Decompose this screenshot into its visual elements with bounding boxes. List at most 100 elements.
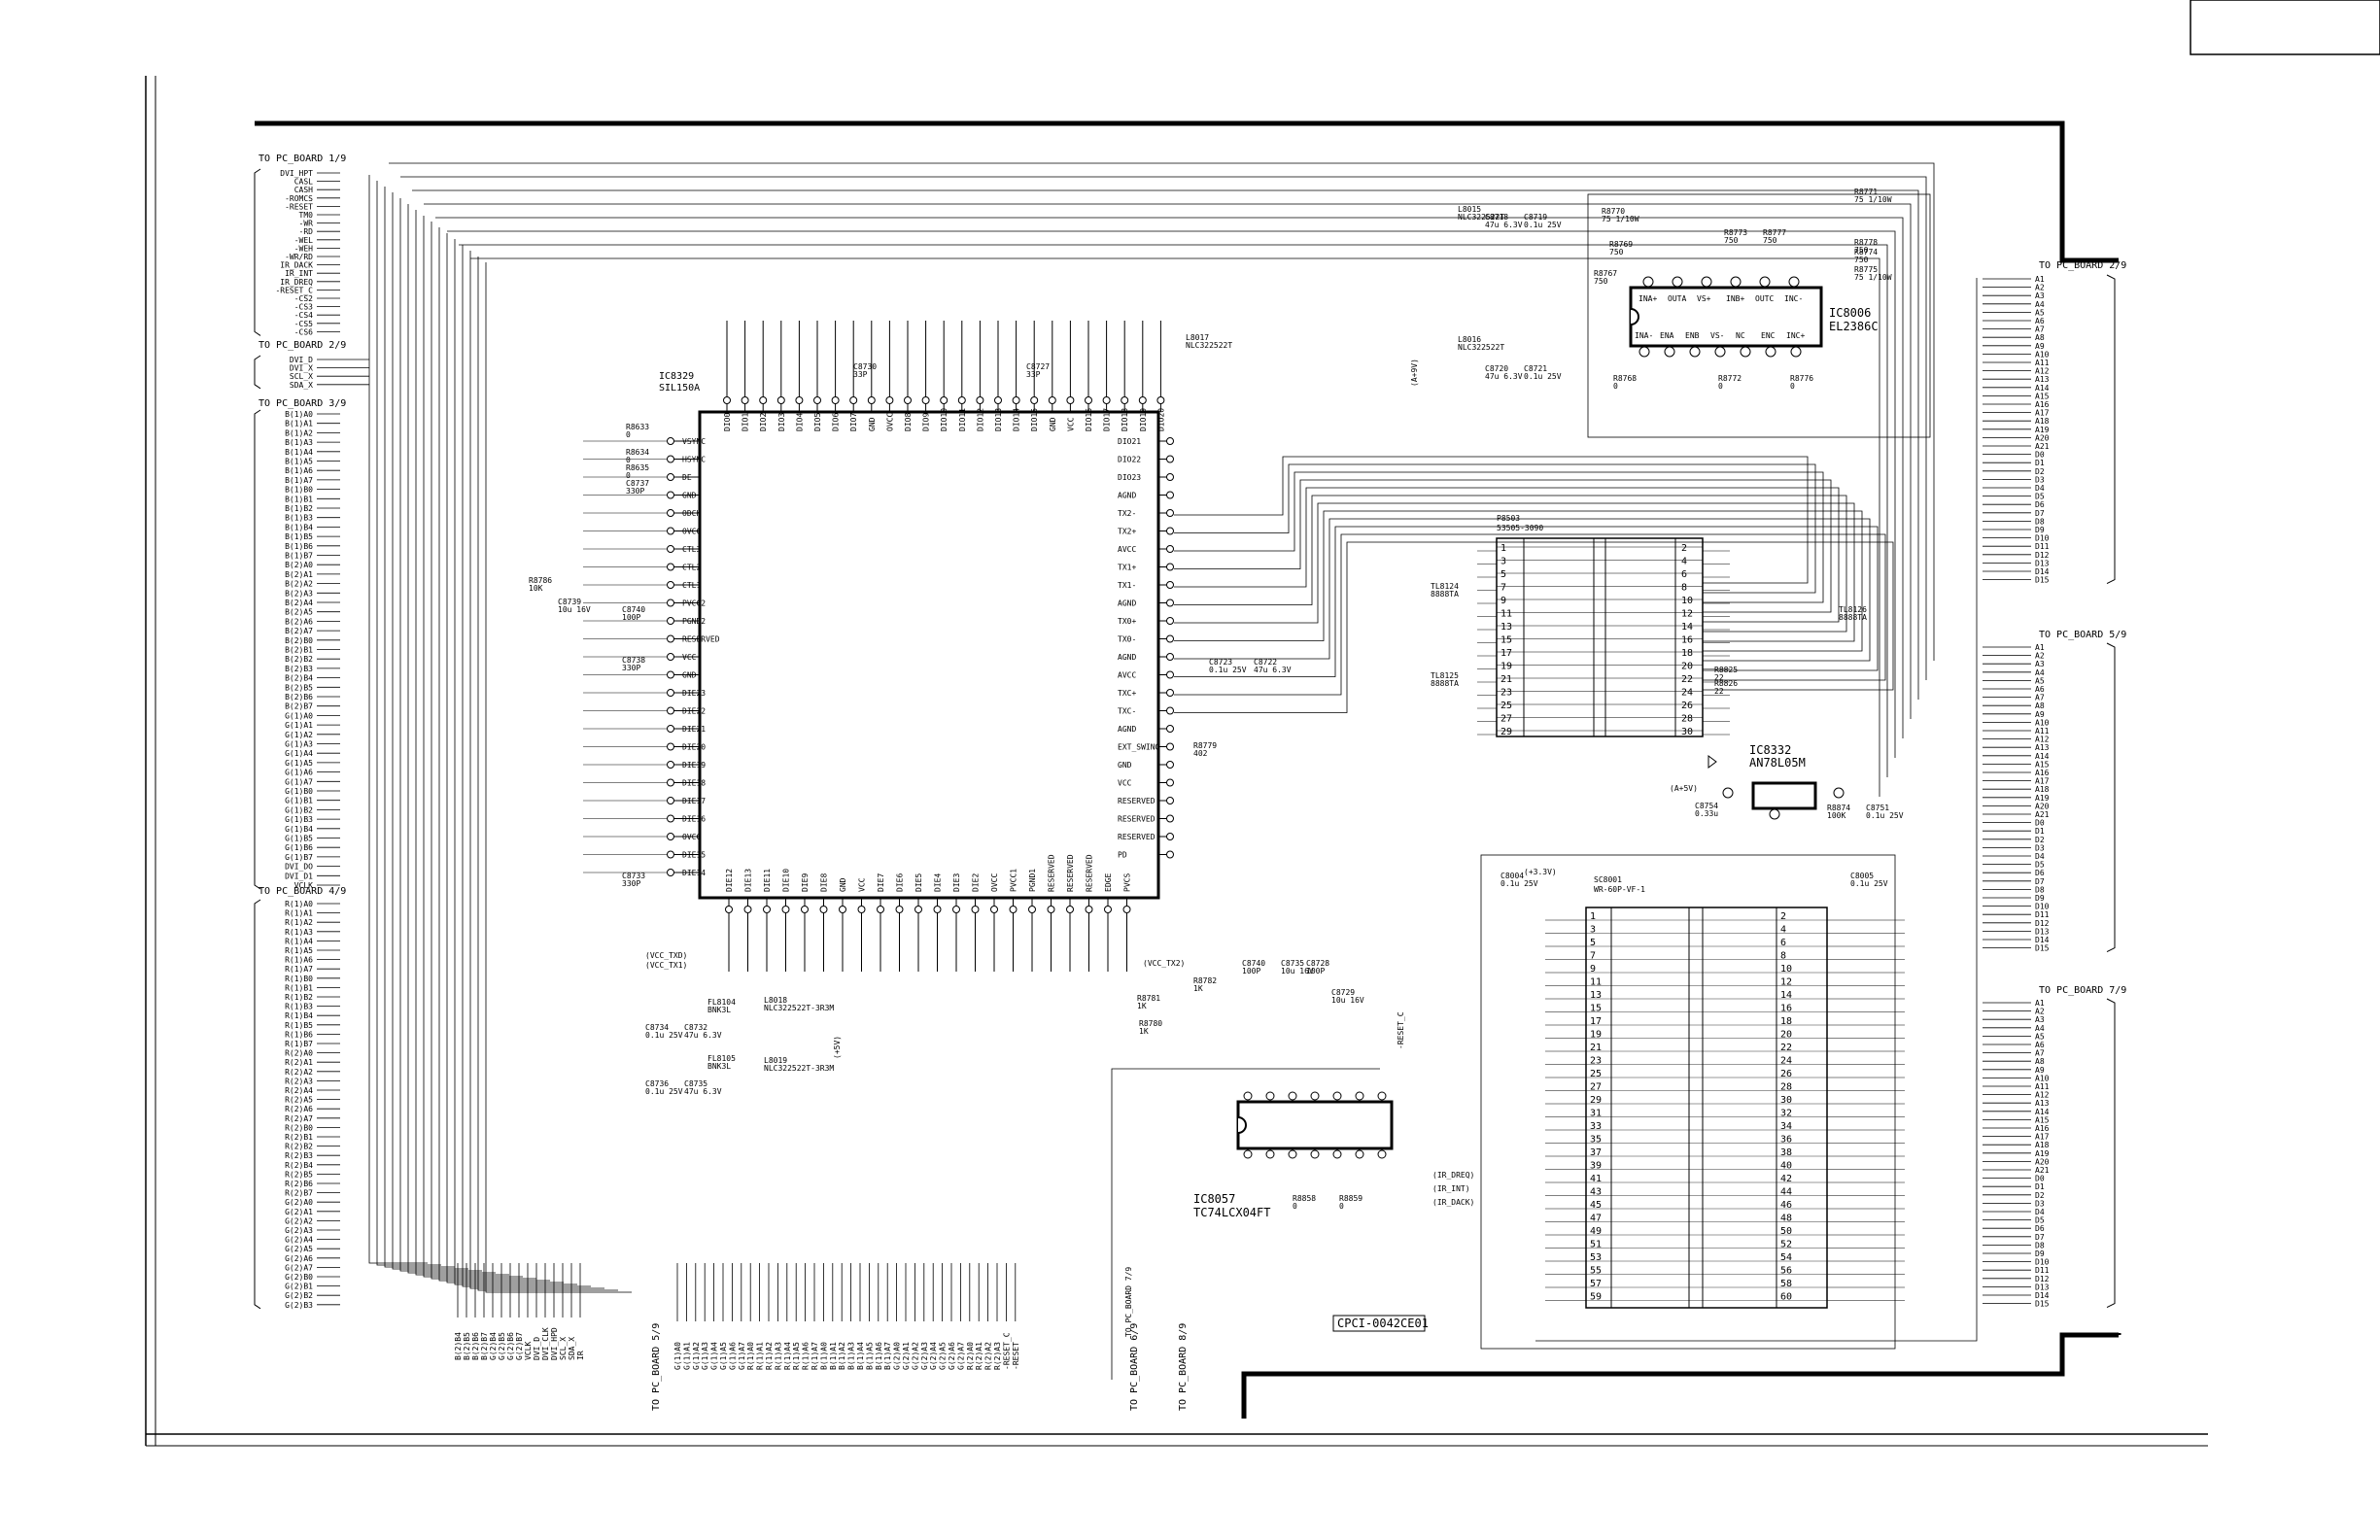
- component-value: 10u 16V: [1281, 967, 1314, 975]
- component-ref: C8738: [622, 656, 645, 665]
- main-top-pin-label: DIO9: [922, 413, 931, 431]
- component-ref: R8786: [529, 576, 552, 585]
- main-left-pin-label: DIE20: [682, 743, 706, 752]
- component-ref: L8017: [1186, 333, 1209, 342]
- component-value: 750: [1609, 248, 1624, 257]
- component-value: 0.1u 25V: [645, 1031, 683, 1040]
- left-signal-label: G(1)B0: [285, 787, 313, 796]
- label-pc-board-3: TO PC_BOARD 3/9: [259, 398, 346, 409]
- left-signal-label: G(1)A0: [285, 711, 313, 720]
- main-bottom-pin-dot: [1066, 906, 1074, 913]
- main-top-pin-dot: [741, 396, 749, 404]
- main-right-pin-label: DIO23: [1118, 473, 1141, 482]
- main-right-pin-dot: [1166, 634, 1174, 643]
- driver-top-pin-dot: [1701, 276, 1712, 288]
- component-value: 0.1u 25V: [645, 1087, 683, 1096]
- label-pc-board-4: TO PC_BOARD 4/9: [259, 886, 346, 897]
- right-signal-label: D7: [2035, 877, 2045, 886]
- main-left-pin-label: OVCC: [682, 833, 701, 841]
- main-left-pin-label: ODCK: [682, 509, 701, 518]
- component-ref: R8770: [1602, 207, 1625, 216]
- p8503-even-pin: 24: [1681, 688, 1693, 699]
- bottom-signal-label: G(2)A3: [920, 1342, 929, 1370]
- bottom-signal-label: G(2)B4: [489, 1332, 498, 1360]
- sheet-code: CPCI-0042CE01: [1337, 1317, 1429, 1330]
- left-signal-label: B(1)A0: [285, 410, 313, 419]
- p8503-even-pin: 16: [1681, 635, 1693, 646]
- component-ref: C8733: [622, 872, 645, 880]
- left-signal-label: R(2)A4: [285, 1086, 313, 1095]
- sc8001-even-pin: 24: [1780, 1056, 1792, 1067]
- net-a9v: (A+9V): [1410, 359, 1419, 387]
- sc8001-even-pin: 30: [1780, 1095, 1792, 1106]
- conn-p8503-part: 53505-3090: [1497, 524, 1543, 532]
- right-signal-label: A4: [2035, 300, 2045, 309]
- bus-trunk: [477, 257, 618, 1291]
- driver-region: [1587, 193, 1931, 438]
- main-right-pin-dot: [1166, 653, 1174, 661]
- left-signal-label: -RESET_C: [275, 286, 313, 294]
- sc8001-even-pin: 6: [1780, 938, 1786, 948]
- main-top-pin-dot: [849, 396, 858, 404]
- driver-top-pin-dot: [1642, 276, 1654, 288]
- sc8001-even-pin: 16: [1780, 1004, 1792, 1014]
- main-right-pin-label: AVCC: [1118, 545, 1136, 554]
- main-top-pin-label: DIO3: [777, 413, 786, 431]
- component-ref: C8005: [1850, 872, 1874, 880]
- left-signal-label: G(1)B3: [285, 815, 313, 824]
- sc8001-odd-pin: 19: [1590, 1030, 1602, 1041]
- main-right-pin-dot: [1166, 563, 1174, 571]
- main-bottom-pin-label: VCC: [858, 877, 867, 892]
- bottom-signal-label: B(2)B7: [480, 1332, 489, 1360]
- left-signal-label: B(1)B2: [285, 504, 313, 513]
- right-signal-label: D12: [2035, 551, 2050, 560]
- main-left-pin-dot: [667, 706, 674, 715]
- left-signal-label: B(1)B6: [285, 542, 313, 551]
- main-top-pin-label: DIO6: [832, 413, 841, 431]
- main-left-pin-dot: [667, 581, 674, 589]
- component-value: 75 1/10W: [1854, 195, 1892, 204]
- driver-bottom-pin-dot: [1664, 346, 1675, 358]
- left-bracket: [254, 168, 261, 336]
- component-ref: R8635: [626, 463, 649, 472]
- component-value: 8888TA: [1839, 613, 1867, 622]
- component-ref: R8774: [1854, 248, 1878, 257]
- right-signal-label: A5: [2035, 676, 2045, 685]
- main-bottom-pin-dot: [877, 906, 884, 913]
- sc8001-odd-pin: 3: [1590, 925, 1596, 936]
- left-signal-label: R(2)A3: [285, 1077, 313, 1085]
- right-signal-label: D14: [2035, 567, 2050, 576]
- left-signal-label: -ROMCS: [285, 194, 313, 203]
- component-ref: FL8104: [707, 998, 736, 1007]
- component-value: NLC322522T-3R3M: [764, 1004, 834, 1012]
- driver-bottom-pin-label: INA-: [1635, 331, 1653, 340]
- sc8001-even-pin: 34: [1780, 1121, 1792, 1132]
- main-top-pin-dot: [1030, 396, 1039, 404]
- component-value: 0: [626, 456, 631, 464]
- label-pc-board-2: TO PC_BOARD 2/9: [259, 340, 346, 351]
- left-signal-label: DVI_HPT: [280, 169, 313, 178]
- component-ref: C8736: [645, 1079, 669, 1088]
- right-signal-label: A7: [2035, 1049, 2045, 1058]
- main-right-pin-label: AGND: [1118, 599, 1136, 608]
- left-signal-label: B(2)A2: [285, 580, 313, 589]
- left-signal-label: R(1)B2: [285, 993, 313, 1002]
- component-ref: R8826: [1714, 679, 1738, 688]
- signal-wires: [317, 162, 2031, 1380]
- main-left-pin-label: VCC: [682, 653, 697, 662]
- p8503-even-pin: 12: [1681, 609, 1693, 620]
- driver-bottom-pin-label: NC: [1736, 331, 1745, 340]
- main-bottom-pin-label: RESERVED: [1048, 854, 1056, 892]
- main-right-pin-dot: [1166, 455, 1174, 463]
- buffer-top-pin-dot: [1355, 1091, 1364, 1101]
- component-value: 47u 6.3V: [684, 1087, 722, 1096]
- ic-an78l05m: IC8332 AN78L05M: [1707, 743, 1845, 820]
- left-signal-label: -CS3: [294, 303, 313, 312]
- right-connector-signals: A1A2A3A4A5A6A7A8A9A10A11A12A13A14A15A16A…: [2035, 274, 2116, 1309]
- buffer-bottom-pin-dot: [1265, 1149, 1275, 1159]
- component-value: 1K: [1193, 984, 1203, 993]
- component-value: 100K: [1827, 811, 1845, 820]
- component-value: 8888TA: [1431, 590, 1459, 599]
- left-signal-label: G(2)A4: [285, 1236, 313, 1245]
